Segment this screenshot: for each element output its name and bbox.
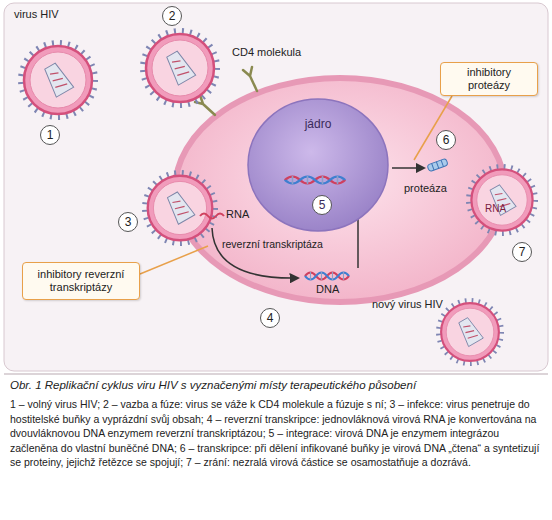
node-text: inhibitory proteázy — [445, 66, 533, 92]
callout-number-text: 5 — [319, 198, 326, 212]
leader-line — [414, 96, 452, 160]
nucleus: jádro 5 — [246, 97, 390, 233]
node-text: inhibitory reverzní transkriptázy — [27, 268, 135, 294]
node-text: jádro — [305, 117, 332, 131]
callout-number-text: 7 — [519, 245, 526, 259]
callout-number-text: 6 — [443, 133, 450, 147]
enzyme-label: reverzní transkriptáza — [222, 238, 323, 250]
callout-number: 7 — [512, 242, 532, 262]
structure-label: CD4 molekula — [232, 46, 301, 58]
callout-number: 6 — [436, 130, 456, 150]
callout-number-text: 4 — [267, 311, 274, 325]
callout-number: 4 — [260, 308, 280, 328]
callout-number: 5 — [312, 195, 332, 215]
callout-number: 3 — [118, 212, 138, 232]
callout-number-text: 2 — [169, 9, 176, 23]
free-virus — [21, 43, 95, 117]
figure-note: 1 – volný virus HIV; 2 – vazba a fúze: v… — [10, 397, 542, 470]
callout-number: 2 — [162, 6, 182, 26]
structure-label: RNA — [485, 203, 506, 214]
inhibitor-callout: inhibitory reverzní transkriptázy — [22, 262, 140, 300]
binding-virus — [143, 31, 217, 105]
new-virus — [439, 301, 502, 364]
inhibitor-callout: inhibitory proteázy — [440, 62, 538, 96]
enzyme-label: proteáza — [404, 182, 447, 194]
structure-label: DNA — [316, 283, 339, 295]
budding-virus — [469, 167, 536, 234]
leader-line — [140, 246, 208, 274]
transcription-arrow — [392, 167, 424, 169]
host-cell — [175, 78, 505, 302]
callout-number-text: 1 — [47, 128, 54, 142]
structure-label: RNA — [226, 208, 249, 220]
separator — [4, 374, 548, 375]
fusing-virus — [145, 173, 215, 243]
reverse-transcription-arrow — [212, 228, 298, 278]
structure-label: nový virus HIV — [372, 298, 443, 310]
figure-caption: Obr. 1 Replikační cyklus viru HIV s vyzn… — [10, 379, 542, 391]
callout-number-text: 3 — [125, 215, 132, 229]
figure-panel — [4, 3, 548, 371]
callout-number: 1 — [40, 125, 60, 145]
viral-dna — [305, 272, 349, 280]
structure-label: virus HIV — [14, 8, 59, 20]
rna-strand — [200, 214, 224, 219]
host-dna — [285, 176, 345, 184]
nucleus-shape — [248, 99, 388, 231]
protease-fragment — [427, 158, 448, 171]
